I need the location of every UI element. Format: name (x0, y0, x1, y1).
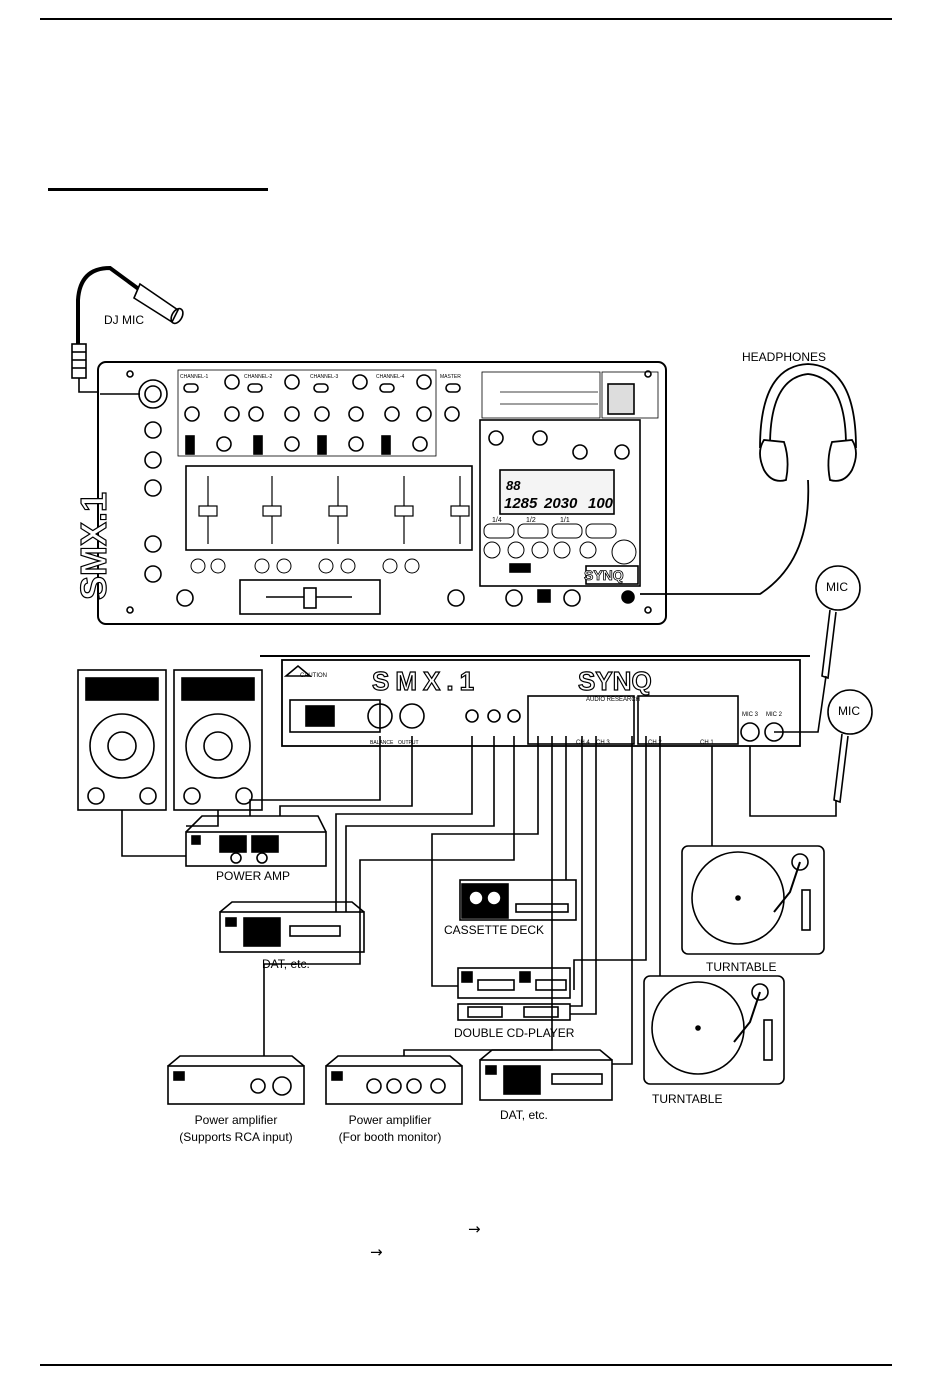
rear-ch4-label: CH 4 (576, 740, 590, 746)
dj-mic-icon (71, 265, 184, 393)
mixer-display-top: 88 (506, 478, 521, 493)
dat-bottom-icon (479, 1049, 613, 1101)
mixer-front-panel: SMX.1 (72, 361, 667, 625)
double-cd-label: DOUBLE CD-PLAYER (454, 1026, 575, 1040)
beat-button-label-1: 1/4 (492, 517, 502, 524)
power-amp-label: POWER AMP (216, 869, 291, 883)
rear-mic2-label: MIC 2 (766, 712, 783, 718)
turntable-top-label: TURNTABLE (706, 960, 777, 974)
rear-balance-label: BALANCE (370, 740, 394, 746)
channel-2-label: CHANNEL-2 (244, 374, 273, 380)
channel-4-label: CHANNEL-4 (376, 374, 405, 380)
section-underline (48, 188, 268, 191)
mixer-rear-panel (260, 655, 810, 747)
turntable-top-icon (681, 845, 825, 955)
svg-text:SMX.1: SMX.1 (73, 492, 114, 600)
rear-brand-logo: SYNQ (578, 666, 652, 696)
rear-ch1-label: CH 1 (700, 740, 714, 746)
arrow-right-icon: → (370, 1243, 383, 1261)
mixer-display-pct: 100 (588, 495, 614, 512)
top-rule (40, 18, 892, 20)
turntable-bottom-icon (643, 975, 785, 1085)
rear-output-label: OUTPUT (398, 740, 419, 746)
dat-top-label: DAT, etc. (262, 957, 310, 971)
headphones-label: HEADPHONES (742, 350, 827, 364)
dat-bottom-label: DAT, etc. (500, 1108, 548, 1122)
rear-ch3-label: CH 3 (596, 740, 610, 746)
beat-button-label-3: 1/1 (560, 517, 570, 524)
amp-rca-label-line2: (Supports RCA input) (179, 1130, 293, 1144)
rear-brand-sub: AUDIO RESEARCH (586, 697, 640, 703)
mixer-display-time: 2030 (543, 495, 578, 512)
channel-3-label: CHANNEL-3 (310, 374, 339, 380)
speaker-left-icon (77, 669, 167, 811)
mic-icon-a (815, 565, 861, 680)
mic-icon-b (827, 689, 873, 804)
master-label: MASTER (440, 374, 461, 380)
bottom-rule (40, 1364, 892, 1366)
beat-button-label-2: 1/2 (526, 517, 536, 524)
rear-model-logo: SMX.1 (372, 666, 480, 696)
arrow-right-icon: → (468, 1220, 481, 1238)
speaker-right-icon (173, 669, 263, 811)
amp-booth-label-line1: Power amplifier (348, 1113, 432, 1127)
amp-rca-icon (167, 1055, 305, 1105)
mixer-display-bpm: 1285 (504, 495, 538, 512)
double-cd-icon (457, 967, 571, 1021)
headphones-icon (640, 363, 857, 595)
cables (121, 675, 837, 1065)
power-amp-icon (185, 815, 327, 867)
rear-caution: CAUTION (300, 673, 327, 679)
amp-rca-label-line1: Power amplifier (194, 1113, 278, 1127)
channel-1-label: CHANNEL-1 (180, 374, 209, 380)
dj-mic-label: DJ MIC (104, 313, 144, 327)
amp-booth-label-line2: (For booth monitor) (338, 1130, 442, 1144)
cassette-deck-label: CASSETTE DECK (444, 923, 545, 937)
cassette-deck-icon (459, 879, 577, 921)
mic-label-a: MIC (826, 580, 848, 594)
rear-mic3-label: MIC 3 (742, 712, 759, 718)
amp-booth-icon (325, 1055, 463, 1105)
dat-top-icon (219, 901, 365, 953)
turntable-bottom-label: TURNTABLE (652, 1092, 723, 1106)
rear-ch2-label: CH 2 (648, 740, 662, 746)
mixer-brand: SYNQ (584, 567, 624, 583)
mic-label-b: MIC (838, 704, 860, 718)
